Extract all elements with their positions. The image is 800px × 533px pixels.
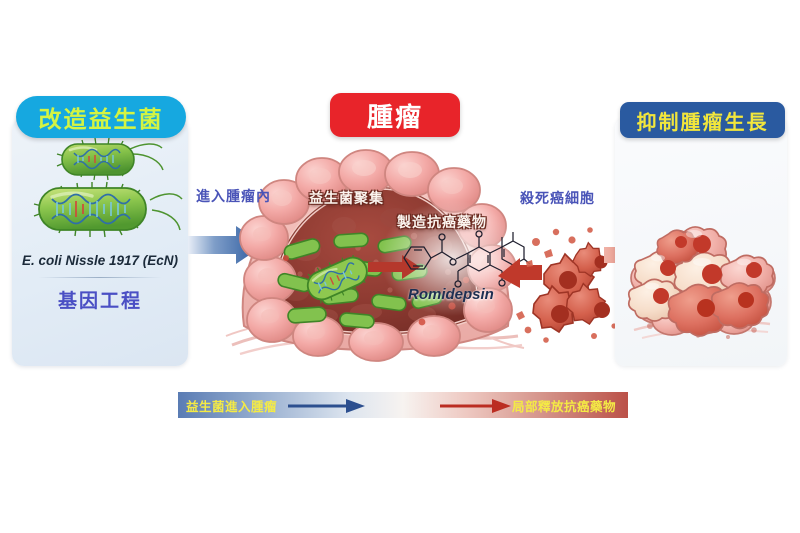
bacteria-aggregation-label: 益生菌聚集 xyxy=(309,190,384,206)
drug-name-label: Romidepsin xyxy=(408,286,494,303)
bacterium-with-plasmid xyxy=(306,254,368,304)
bacteria-illustration xyxy=(33,137,183,238)
legend-right-label: 局部釋放抗癌藥物 xyxy=(512,400,617,414)
legend-red-arrow-icon xyxy=(440,399,511,413)
badge-tumor: 腫瘤 xyxy=(330,93,460,137)
drug-release-arrow-icon xyxy=(498,258,542,288)
tumor-cell-nuclei xyxy=(653,235,762,317)
drug-production-label: 製造抗癌藥物 xyxy=(397,214,487,230)
bacterium-lower xyxy=(33,181,183,238)
legend-left-label: 益生菌進入腫瘤 xyxy=(186,400,278,414)
strain-name-label: E. coli Nissle 1917 (EcN) xyxy=(21,253,179,268)
cell-debris xyxy=(516,227,617,343)
badge-inhibit-tumor-growth: 抑制腫瘤生長 xyxy=(620,102,785,138)
dna-plasmid-icon-large xyxy=(51,193,131,225)
apoptotic-cancer-cell-icon xyxy=(498,227,617,343)
divider xyxy=(38,277,162,278)
bacterium-upper xyxy=(56,137,164,181)
dna-plasmid-icon xyxy=(73,148,121,170)
badge-engineered-probiotic: 改造益生菌 xyxy=(16,96,186,138)
enter-tumor-label: 進入腫瘤內 xyxy=(196,188,271,204)
cell-highlights xyxy=(645,230,751,290)
shrunken-tumor-icon xyxy=(627,226,776,339)
legend-blue-arrow-icon xyxy=(288,399,365,413)
chemical-structure-icon xyxy=(403,230,531,288)
genetic-engineering-label: 基因工程 xyxy=(57,291,142,312)
drug-production-arrow-icon xyxy=(368,255,420,279)
tumor-cross-section-icon xyxy=(225,149,525,362)
process-legend-bar xyxy=(178,392,628,418)
kill-cancer-cells-label: 殺死癌細胞 xyxy=(520,190,595,206)
